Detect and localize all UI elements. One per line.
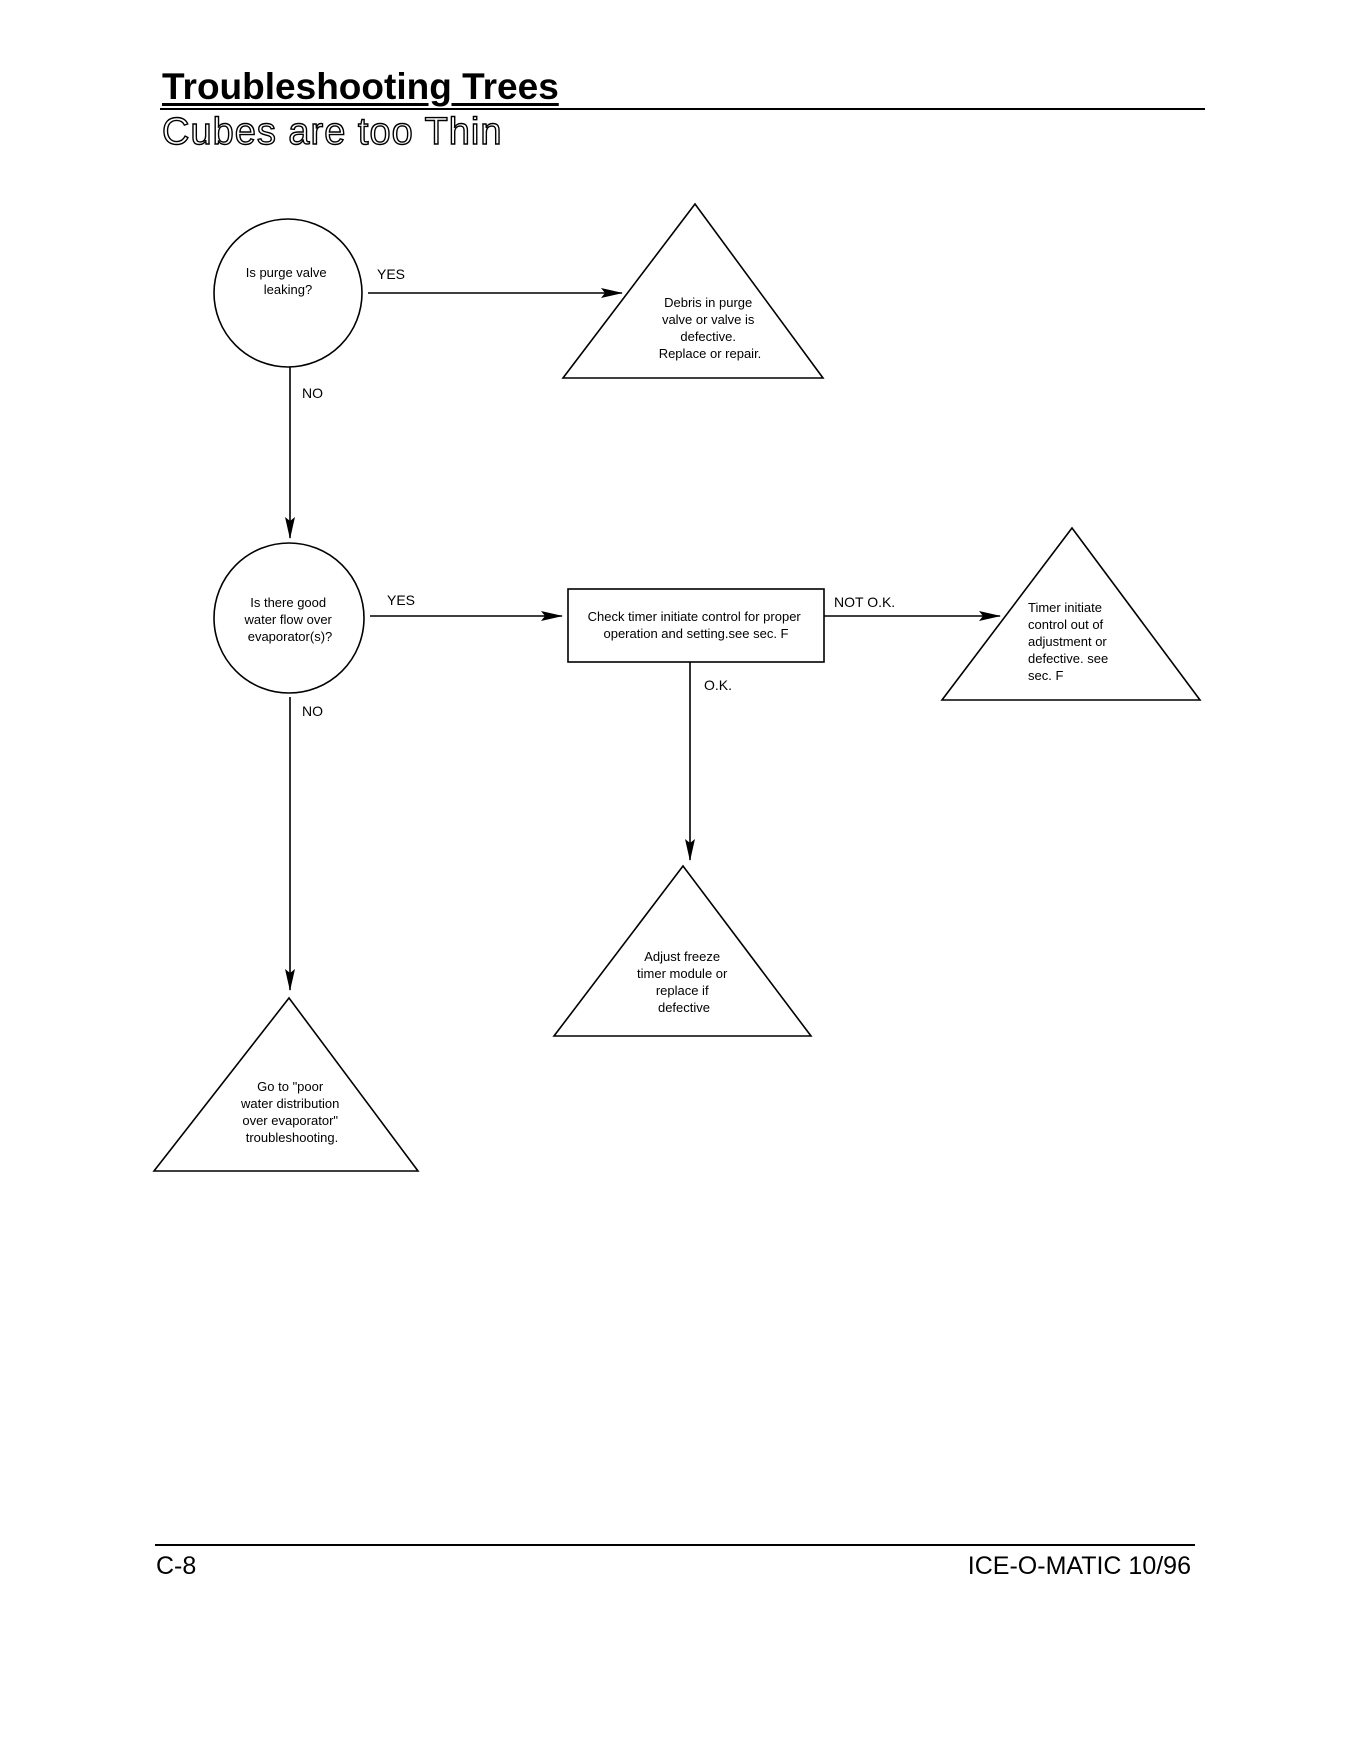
- waterflow-yes-label: YES: [387, 592, 415, 608]
- timer-not-ok-label: NOT O.K.: [834, 594, 895, 610]
- debris-result-text: Debris in purge valve or valve is defect…: [659, 295, 762, 361]
- timer-result-text: Timer initiate control out of adjustment…: [1028, 600, 1112, 683]
- poor-water-result-text: Go to "poor water distribution over evap…: [240, 1079, 343, 1145]
- purge-question-circle: [213, 218, 363, 368]
- check-timer-text: Check timer initiate control for proper …: [588, 609, 805, 641]
- page-title: Troubleshooting Trees: [162, 66, 559, 107]
- purge-question-text: Is purge valve leaking?: [246, 265, 331, 297]
- timer-ok-label: O.K.: [704, 677, 732, 693]
- timer-result-triangle: [940, 526, 1202, 701]
- footer-rule: [155, 1544, 1195, 1546]
- page-subtitle: Cubes are too Thin: [161, 111, 503, 154]
- waterflow-question-text: Is there good water flow over evaporator…: [243, 595, 335, 644]
- adjust-result-text: Adjust freeze timer module or replace if…: [637, 949, 731, 1015]
- purge-yes-label: YES: [377, 266, 405, 282]
- debris-result-triangle: [561, 202, 825, 379]
- footer-brand: ICE-O-MATIC 10/96: [967, 1552, 1191, 1580]
- poor-water-result-triangle: [152, 996, 420, 1172]
- purge-no-label: NO: [302, 385, 323, 401]
- page-number: C-8: [156, 1552, 197, 1580]
- check-timer-box: [567, 588, 825, 663]
- title-rule: [160, 108, 1205, 110]
- waterflow-no-label: NO: [302, 703, 323, 719]
- waterflow-question-circle: [213, 542, 365, 694]
- adjust-result-triangle: [552, 864, 813, 1037]
